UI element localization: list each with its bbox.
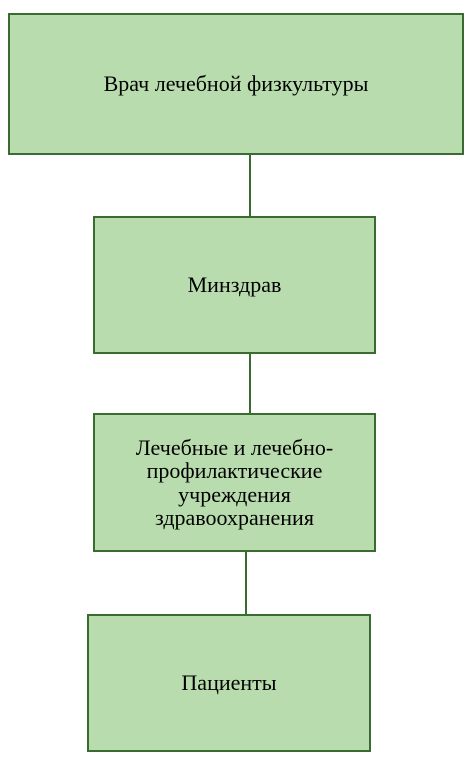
- node-label: Врач лечебной физкультуры: [103, 71, 369, 97]
- node-medical-institutions: Лечебные и лечебно- профилактические учр…: [93, 413, 376, 552]
- node-label: Минздрав: [187, 272, 282, 298]
- node-doctor-lfk: Врач лечебной физкультуры: [8, 13, 464, 155]
- node-patients: Пациенты: [87, 614, 371, 752]
- node-label: Пациенты: [181, 670, 277, 696]
- connector-line: [249, 354, 251, 413]
- connector-line: [249, 155, 251, 216]
- node-minzdrav: Минздрав: [93, 216, 376, 354]
- node-label: Лечебные и лечебно- профилактические учр…: [135, 435, 334, 530]
- connector-line: [245, 552, 247, 614]
